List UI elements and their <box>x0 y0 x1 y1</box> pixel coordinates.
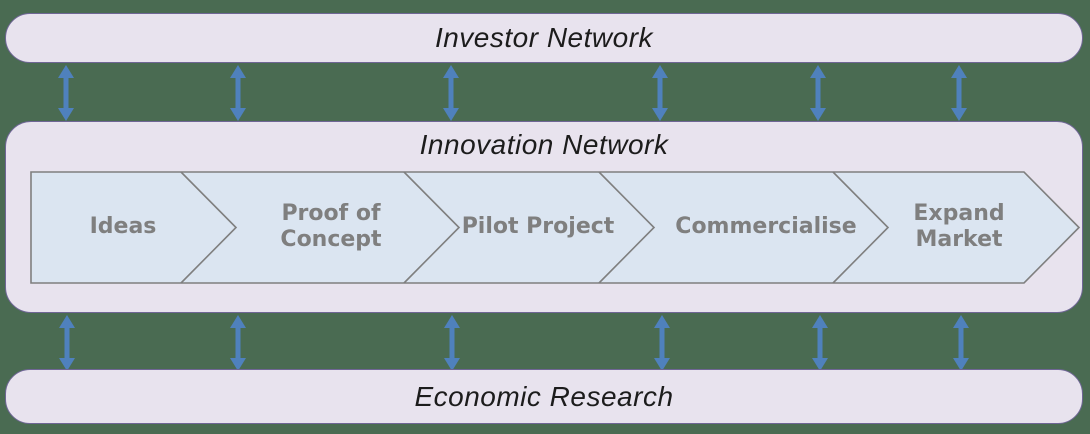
process-step-ideas: Ideas <box>89 213 157 239</box>
double-headed-arrow-icon <box>947 64 971 122</box>
investor-network-bar: Investor Network <box>5 13 1083 63</box>
process-step-expand-market: Expand Market <box>913 201 1005 252</box>
economic-research-bar: Economic Research <box>5 369 1083 424</box>
innovation-network-panel: Innovation Network Ideas Proof of Concep… <box>5 121 1083 313</box>
chevron-band-shape <box>30 171 1081 284</box>
process-step-proof-of-concept: Proof of Concept <box>280 201 382 252</box>
double-headed-arrow-icon <box>808 314 832 372</box>
process-chevron-band <box>30 171 1081 284</box>
double-headed-arrow-icon <box>440 314 464 372</box>
chevron-separator <box>598 171 656 284</box>
double-headed-arrow-icon <box>226 64 250 122</box>
double-headed-arrow-icon <box>648 64 672 122</box>
economic-research-label: Economic Research <box>414 380 674 412</box>
chevron-separator <box>180 171 238 284</box>
double-headed-arrow-icon <box>949 314 973 372</box>
double-headed-arrow-icon <box>650 314 674 372</box>
double-headed-arrow-icon <box>55 314 79 372</box>
investor-network-label: Investor Network <box>434 22 654 53</box>
double-headed-arrow-icon <box>806 64 830 122</box>
process-step-commercialise: Commercialise <box>675 213 857 239</box>
process-step-pilot-project: Pilot Project <box>461 213 615 239</box>
double-headed-arrow-icon <box>226 314 250 372</box>
chevron-separator <box>832 171 890 284</box>
chevron-separator <box>403 171 461 284</box>
double-headed-arrow-icon <box>439 64 463 122</box>
innovation-network-label: Innovation Network <box>419 129 669 160</box>
double-headed-arrow-icon <box>54 64 78 122</box>
